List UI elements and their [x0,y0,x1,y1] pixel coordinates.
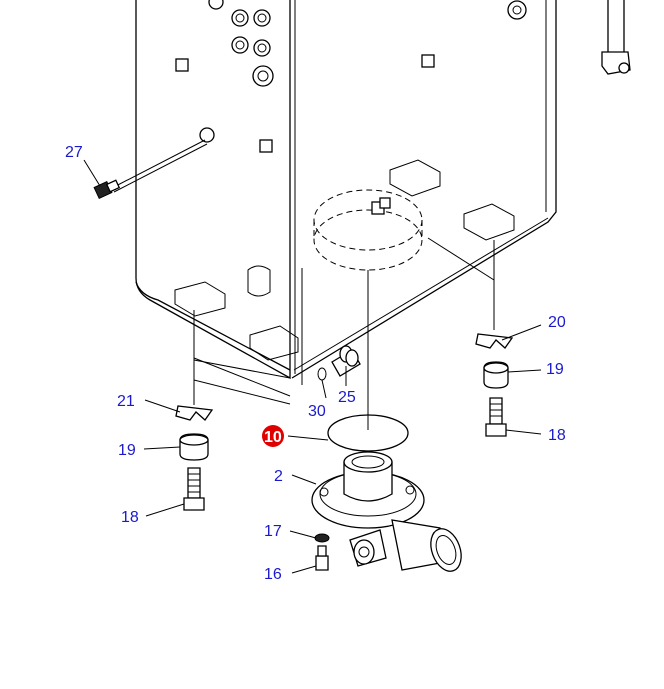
callout-20[interactable]: 20 [548,314,566,331]
callout-16[interactable]: 16 [264,566,282,583]
leader-lines [83,159,542,574]
callout-17[interactable]: 17 [264,523,282,540]
callout-21[interactable]: 21 [117,393,135,410]
right-mount-set [475,333,514,437]
part-2-elbow-housing [311,451,462,572]
callout-18-left[interactable]: 18 [121,509,139,526]
part-16-17-bolt-washer [314,533,330,571]
top-right-rod [601,0,631,75]
callout-labels: 27 20 19 18 21 19 18 30 25 10 2 17 16 [65,144,566,583]
left-mount-set [175,405,214,511]
main-panel [135,0,557,380]
callout-10-highlighted[interactable]: 10 [264,429,282,446]
callout-18-right[interactable]: 18 [548,427,566,444]
callout-19-left[interactable]: 19 [118,442,136,459]
assembly-guide-lines [193,237,495,430]
part-10-o-ring [327,414,409,452]
callout-2[interactable]: 2 [274,468,283,485]
part-27-sensor-cable [93,139,208,200]
callout-19-right[interactable]: 19 [546,361,564,378]
front-face-fittings [175,0,527,153]
callout-30[interactable]: 30 [308,403,326,420]
mount-pads [174,159,515,361]
part-25-30-plug [317,345,361,381]
highlight-marker [262,425,284,447]
callout-25[interactable]: 25 [338,389,356,406]
callout-27[interactable]: 27 [65,144,83,161]
